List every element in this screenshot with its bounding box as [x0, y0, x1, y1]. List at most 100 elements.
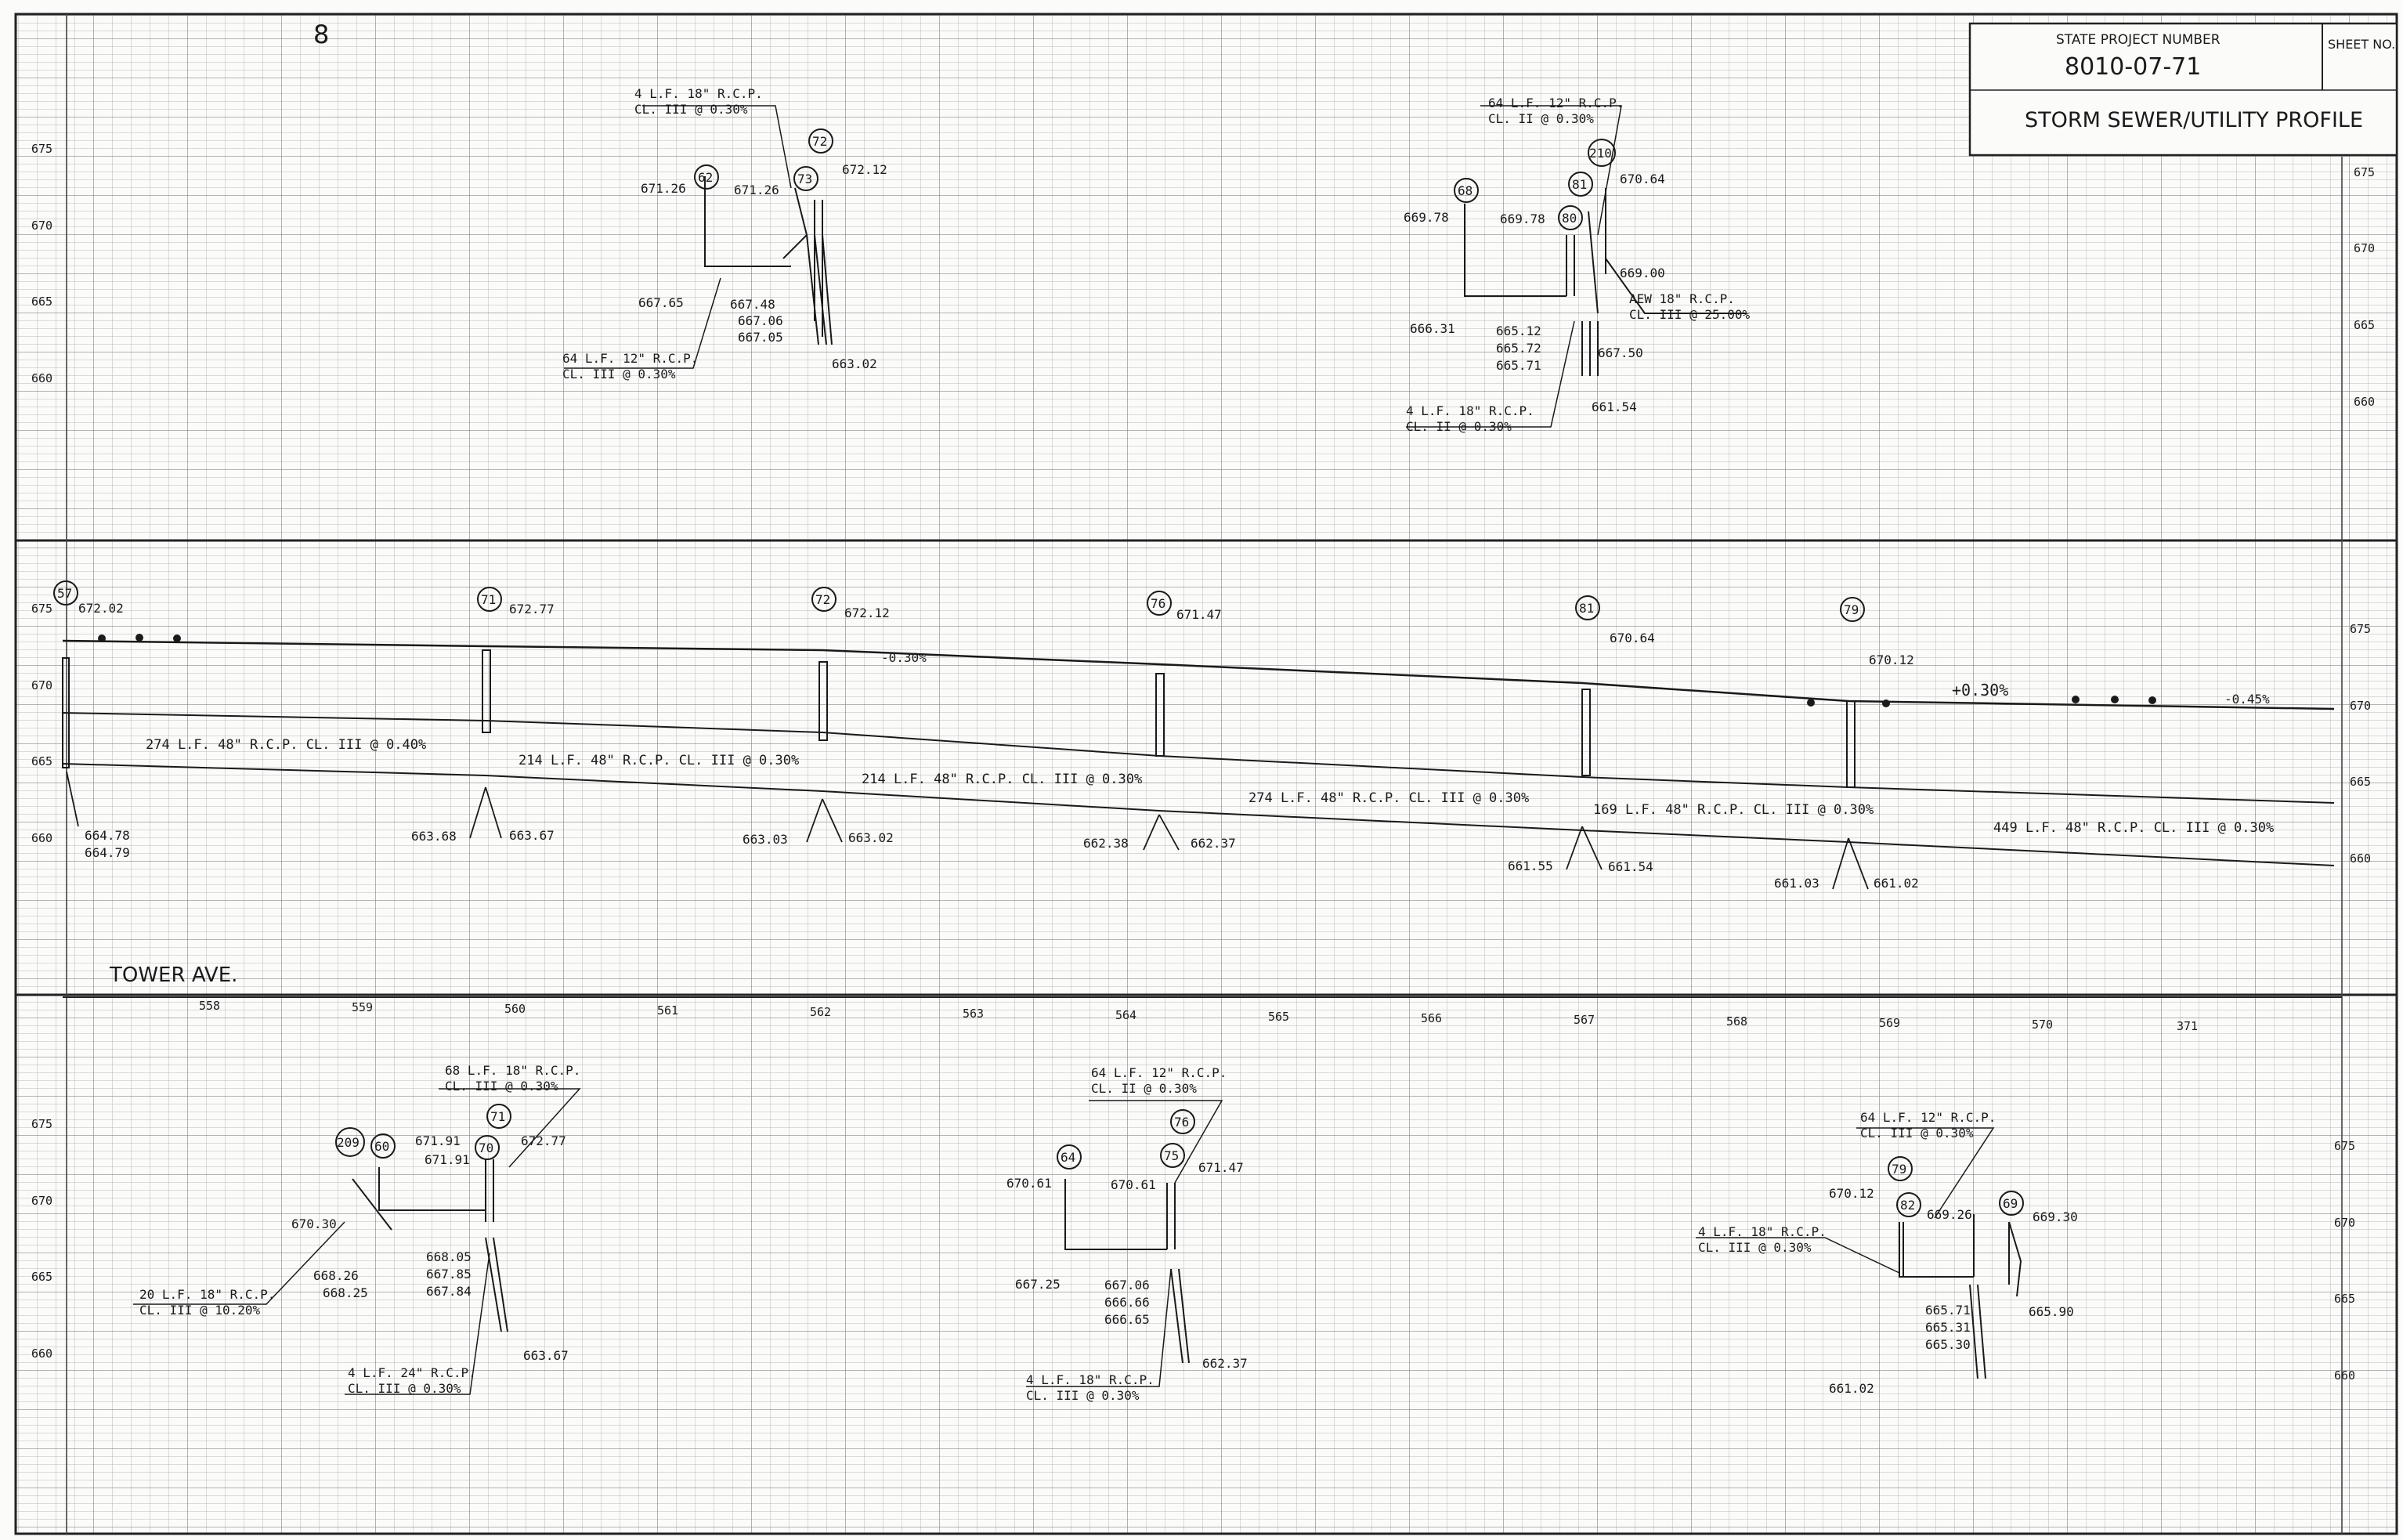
elevation: 670.30	[291, 1216, 337, 1231]
elevation: 668.05	[426, 1249, 472, 1264]
structure-number: 76	[1151, 596, 1165, 611]
structure-callout	[1575, 595, 1600, 620]
sheet-title: STORM SEWER/UTILITY PROFILE	[2025, 108, 2363, 132]
structure-callout	[1147, 591, 1172, 616]
middle-panel: 675 670 665 660 675 670 665 660	[31, 580, 2371, 1033]
elevation: 669.00	[1620, 266, 1665, 280]
structure-number: 60	[374, 1139, 389, 1154]
structure-number: 72	[815, 592, 830, 607]
bot-elev-left: 675 670 665 660	[31, 1117, 52, 1361]
elevation: 670.61	[1111, 1177, 1156, 1192]
elev-label: 670	[31, 678, 52, 692]
elevation: 665.12	[1496, 324, 1541, 338]
structure-number: 81	[1572, 177, 1587, 192]
structure-callout	[370, 1133, 396, 1159]
rim-elevation: 671.47	[1176, 607, 1222, 622]
invert-elevation: 663.68	[411, 829, 457, 844]
structure-number: 71	[490, 1109, 505, 1124]
elev-label: 670	[31, 219, 52, 233]
elevation: 665.71	[1496, 358, 1541, 373]
invert-elevation: 664.79	[85, 845, 130, 860]
elev-label: 660	[2354, 395, 2375, 409]
grade-note: -0.30%	[881, 650, 927, 665]
structure-callout	[793, 166, 818, 191]
structure-callout	[1170, 1109, 1195, 1134]
station-label: 570	[2032, 1018, 2053, 1032]
pipe-note: CL. II @ 0.30%	[1091, 1081, 1197, 1096]
elevation: 665.90	[2029, 1304, 2074, 1319]
station-label: 563	[963, 1007, 984, 1021]
street-name: TOWER AVE.	[109, 963, 237, 987]
elevation: 665.31	[1925, 1320, 1971, 1335]
invert-elevation: 662.37	[1191, 836, 1236, 851]
rim-elevation: 672.12	[844, 606, 890, 620]
pipe-note: 68 L.F. 18" R.C.P.	[445, 1063, 580, 1078]
elevation: 671.91	[415, 1133, 461, 1148]
structure-number: 81	[1579, 601, 1594, 616]
rim-elevation: 672.02	[78, 601, 124, 616]
manhole	[818, 661, 828, 741]
invert-elevation: 661.54	[1608, 859, 1653, 874]
top-left-detail	[564, 105, 833, 369]
rim-elevations: 672.02 672.77 672.12 671.47 670.64 670.1…	[78, 601, 1914, 667]
structure-callout	[811, 587, 837, 612]
pipe-note: 4 L.F. 18" R.C.P.	[1406, 403, 1534, 418]
structure-callout	[335, 1127, 365, 1157]
bot-left-detail-labels: 68 L.F. 18" R.C.P. CL. III @ 0.30% 20 L.…	[139, 1063, 580, 1396]
pipe-note: 4 L.F. 18" R.C.P.	[634, 86, 763, 101]
structure-number: 69	[2003, 1196, 2018, 1211]
elevation: 671.26	[641, 181, 686, 196]
elevation: 667.06	[1104, 1278, 1150, 1292]
pipe-note: CL. III @ 10.20%	[139, 1303, 260, 1318]
bottom-panel: 675 670 665 660 675 670 665 660 68 L.F. …	[31, 1063, 2355, 1403]
structure-callout	[1888, 1156, 1913, 1181]
elev-label: 665	[2354, 318, 2375, 332]
elevation: 663.67	[523, 1348, 569, 1363]
elevation: 666.31	[1410, 321, 1455, 336]
manhole	[1581, 689, 1591, 776]
elev-label: 665	[31, 1270, 52, 1284]
station-labels: 558 559 560 561 562 563 564 565 566 567 …	[199, 999, 2198, 1033]
bot-mid-detail-labels: 64 L.F. 12" R.C.P. CL. II @ 0.30% 4 L.F.…	[1006, 1065, 1248, 1403]
pipe-note: 4 L.F. 24" R.C.P.	[348, 1365, 476, 1380]
structure-number: 71	[481, 592, 496, 607]
structure-number: 75	[1164, 1148, 1179, 1163]
manholes	[62, 649, 1856, 788]
elevation: 669.78	[1404, 210, 1449, 225]
elevation: 667.50	[1598, 345, 1643, 360]
station-label: 569	[1879, 1016, 1900, 1030]
elev-label: 660	[31, 1347, 52, 1361]
pipe-note: 20 L.F. 18" R.C.P.	[139, 1287, 275, 1302]
structure-number: 68	[1458, 183, 1473, 198]
pipe-note: CL. III @ 0.30%	[1860, 1126, 1974, 1141]
elev-label: 675	[2350, 622, 2371, 636]
elev-label: 675	[2354, 165, 2375, 179]
structure-callout	[1588, 139, 1616, 167]
elevation: 672.77	[521, 1133, 566, 1148]
structure-callout	[477, 587, 502, 612]
structure-callout	[1999, 1191, 2024, 1216]
elevation: 667.25	[1015, 1277, 1061, 1292]
bot-right-detail	[1696, 1127, 2022, 1379]
structure-number: 57	[57, 586, 72, 601]
structure-number: 72	[812, 134, 827, 149]
manhole	[1155, 673, 1165, 757]
manhole	[62, 657, 70, 768]
structure-callout	[1057, 1144, 1082, 1169]
rim-elevation: 670.64	[1610, 631, 1655, 645]
station-label: 566	[1421, 1011, 1442, 1025]
pipe-note: CL. III @ 0.30%	[562, 367, 676, 381]
pipe-note: 4 L.F. 18" R.C.P.	[1698, 1224, 1827, 1239]
mid-pipe-notes: 274 L.F. 48" R.C.P. CL. III @ 0.40% 214 …	[146, 737, 2274, 836]
structure-callout	[475, 1135, 500, 1160]
pipe-note: 64 L.F. 12" R.C.P.	[1860, 1110, 1996, 1125]
elevation: 667.85	[426, 1267, 472, 1282]
bot-mid-detail	[1026, 1100, 1223, 1387]
top-right-detail-labels: 64 L.F. 12" R.C.P. CL. II @ 0.30% AEW 18…	[1404, 96, 1750, 434]
rim-elevation: 670.12	[1869, 653, 1914, 667]
project-number: 8010-07-71	[2065, 53, 2201, 81]
station-label: 561	[657, 1003, 678, 1018]
station-label: 564	[1115, 1008, 1136, 1022]
elevation: 661.02	[1829, 1381, 1874, 1396]
pipe-note: CL. II @ 0.30%	[1488, 111, 1594, 126]
